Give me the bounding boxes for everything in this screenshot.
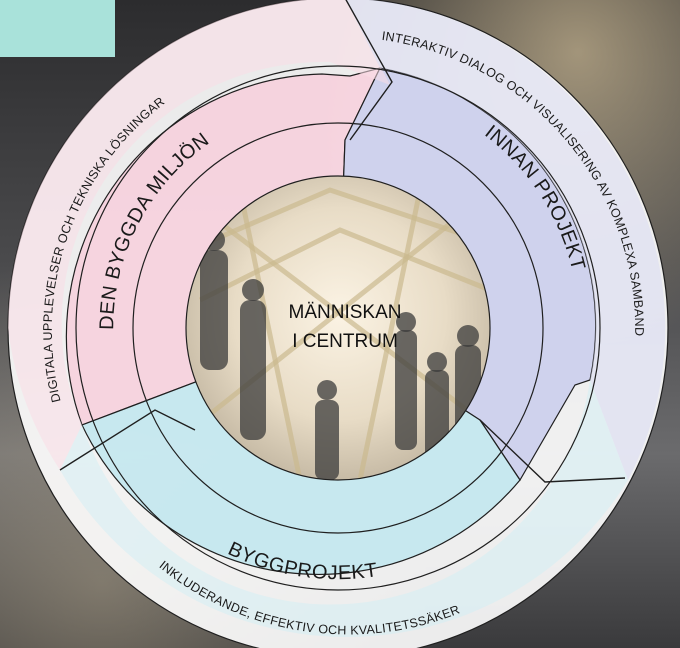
center-label-line2: I CENTRUM	[292, 331, 398, 352]
middle-ring	[75, 65, 601, 591]
divider-top	[345, 0, 393, 141]
center-label-line1: MÄNNISKAN	[289, 302, 402, 323]
outer-band-teal	[60, 380, 628, 638]
outer-band-blue	[346, 0, 666, 480]
divider-left	[59, 409, 196, 471]
divider-right	[479, 419, 626, 483]
center-photo	[186, 176, 490, 480]
inner-ring	[132, 122, 544, 534]
teal-corner-block	[0, 0, 115, 57]
center-circle	[185, 175, 491, 481]
outer-band-pink	[8, 0, 390, 470]
